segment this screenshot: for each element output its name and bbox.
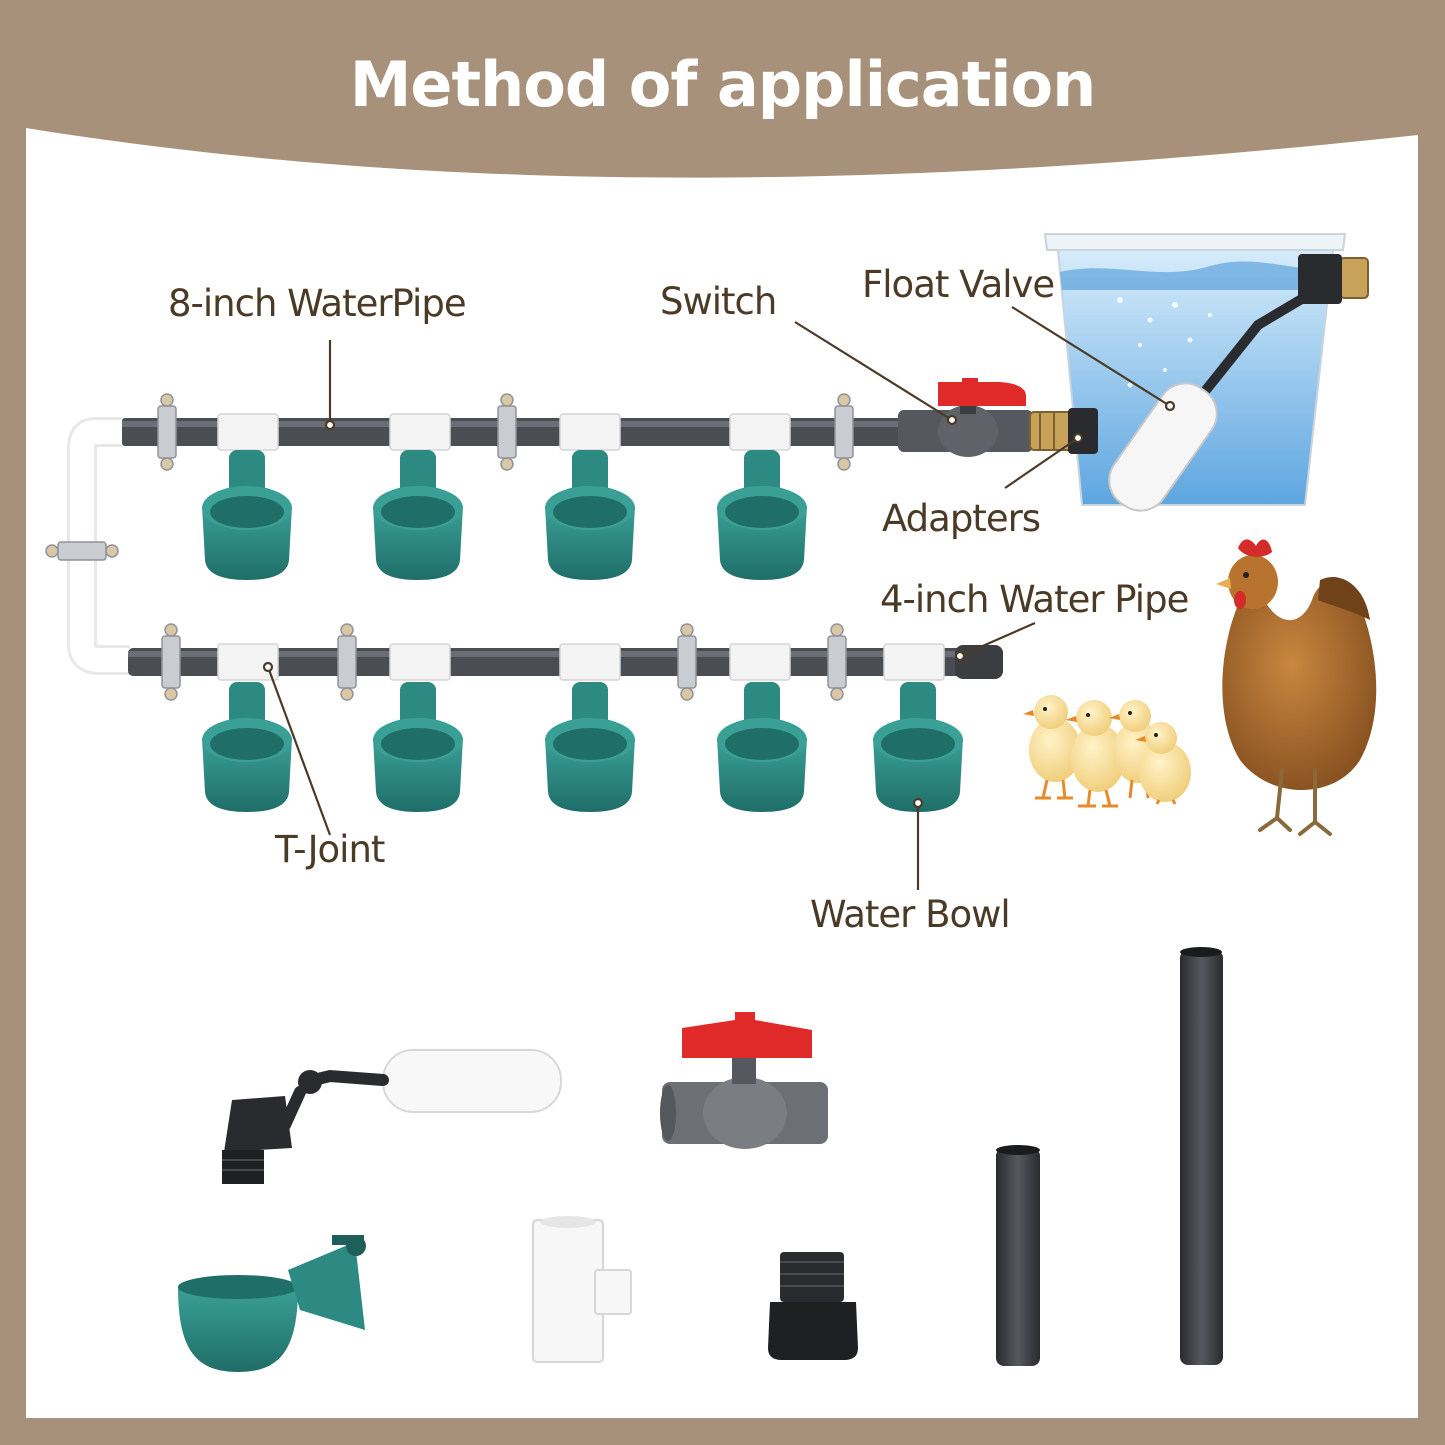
label-adapters: Adapters: [882, 497, 1041, 540]
pipe-icon: [1180, 947, 1223, 1365]
pipe-icon: [996, 1145, 1040, 1366]
water-bowl-icon: [373, 682, 463, 812]
t-joint-icon: [532, 1216, 632, 1363]
float-valve-icon: [222, 1049, 562, 1184]
water-bowl-icon: [545, 450, 635, 580]
label-water-bowl: Water Bowl: [810, 893, 1011, 936]
water-bowl-icon: [202, 450, 292, 580]
water-bowl-icon: [545, 682, 635, 812]
adapter-icon: [1029, 408, 1098, 454]
bucket-icon: [1043, 233, 1347, 506]
label-8-inch-water-pipe: 8-inch WaterPipe: [168, 282, 467, 325]
water-bowl-icon: [202, 682, 292, 812]
water-bowl-icon: [873, 682, 963, 812]
water-bowl-icon: [178, 1235, 366, 1372]
label-4-inch-water-pipe: 4-inch Water Pipe: [880, 578, 1189, 621]
ball-valve-icon: [660, 1012, 828, 1149]
chick-icon: [1023, 695, 1191, 808]
water-bowl-icon: [717, 450, 807, 580]
chicken-icon: [1216, 539, 1377, 836]
adapter-icon: [768, 1252, 858, 1360]
label-t-joint: T-Joint: [275, 828, 385, 871]
water-bowl-icon: [717, 682, 807, 812]
page-title: Method of application: [349, 48, 1097, 121]
label-float-valve: Float Valve: [862, 263, 1055, 306]
float-valve-icon: [1108, 254, 1369, 512]
label-switch: Switch: [660, 280, 777, 323]
water-bowls: [202, 450, 963, 812]
water-bowl-icon: [373, 450, 463, 580]
